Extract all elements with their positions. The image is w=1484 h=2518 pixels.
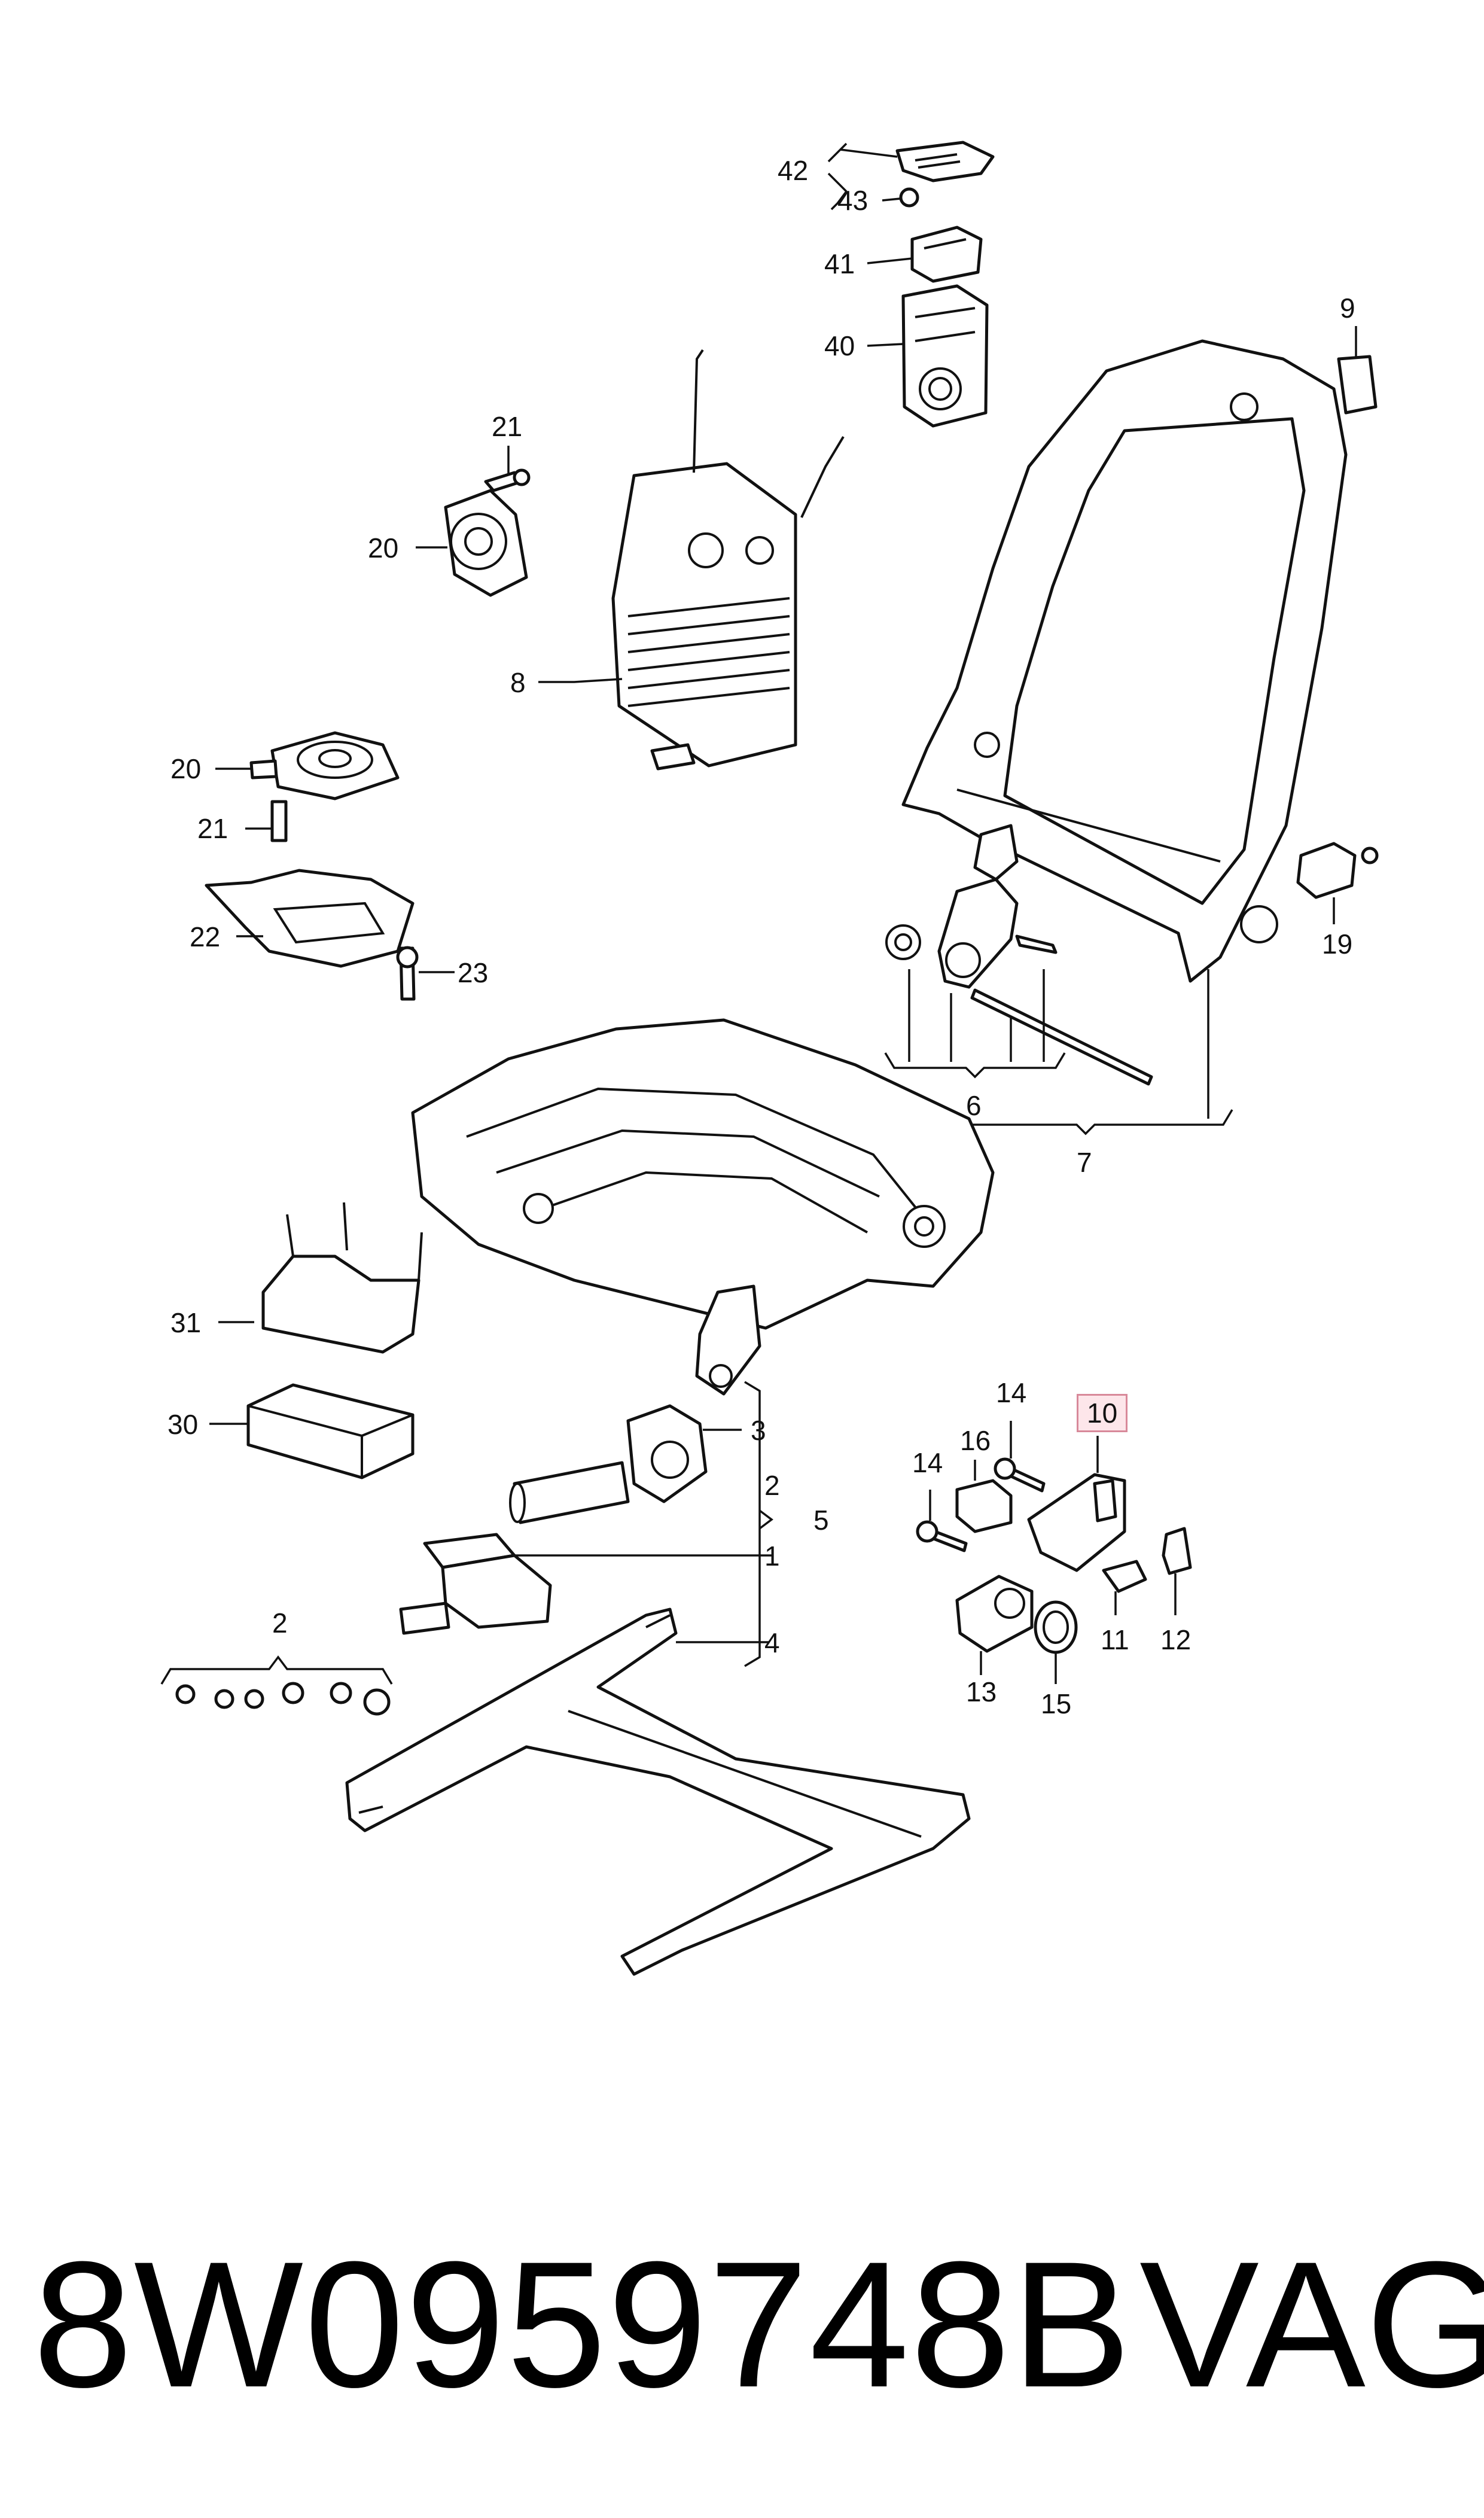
part-15-ring (1034, 1600, 1078, 1684)
part-21-bolt-lower (245, 800, 288, 842)
callout-8: 8 (510, 667, 526, 698)
callout-23: 23 (458, 957, 489, 988)
callout-4: 4 (764, 1627, 780, 1658)
callout-16: 16 (960, 1425, 991, 1456)
part-20-motor-lower (215, 731, 400, 800)
callout-3: 3 (751, 1415, 766, 1446)
callout-30: 30 (167, 1409, 199, 1440)
part-10-switch-module (1027, 1436, 1126, 1572)
part-16-switch (955, 1460, 1013, 1533)
callout-13: 13 (966, 1676, 997, 1707)
callout-42: 42 (778, 155, 809, 186)
part-40-module (901, 284, 989, 428)
part-8-suspension-mat (538, 349, 845, 771)
callout-40: 40 (824, 330, 855, 361)
part-14-screw-a (994, 1421, 1046, 1493)
callout-6: 6 (966, 1090, 982, 1121)
part-42-cover (895, 141, 995, 182)
part-13-switch (955, 1575, 1034, 1675)
callout-11: 11 (1101, 1624, 1129, 1655)
callout-14-upper: 14 (996, 1377, 1027, 1408)
part-1-motor (399, 1533, 772, 1635)
part-14-screw-b (916, 1490, 968, 1552)
leader-lines-top (827, 142, 913, 347)
leader-bracket-6 (884, 969, 1066, 1079)
leader-bracket-5 (744, 1381, 773, 1667)
callout-12: 12 (1160, 1624, 1192, 1655)
backrest-frame (901, 339, 1348, 983)
part-11-knob (1102, 1560, 1147, 1615)
callout-20-lower: 20 (170, 753, 202, 784)
callout-2-motor: 2 (764, 1470, 780, 1501)
part-41-connector (910, 226, 983, 283)
part-30-control-unit (209, 1383, 415, 1479)
callout-20-upper: 20 (368, 532, 399, 564)
callout-41: 41 (824, 248, 855, 279)
callout-31: 31 (170, 1307, 202, 1338)
callout-7: 7 (1077, 1147, 1092, 1178)
part-43-nut (899, 187, 919, 208)
part-21-bolt-upper (484, 446, 531, 492)
callout-5: 5 (813, 1505, 829, 1536)
part-4-rail (345, 1607, 971, 1976)
part-6-recliner-motor (885, 824, 1153, 1086)
callout-21-lower: 21 (197, 813, 228, 844)
callout-21-upper: 21 (492, 411, 523, 442)
part-22-bracket (205, 869, 415, 968)
callout-1: 1 (764, 1540, 780, 1572)
callout-22: 22 (190, 921, 221, 952)
diagram-drawing (160, 141, 1379, 1976)
part-12-cap (1162, 1527, 1192, 1615)
part-23-rivet (396, 946, 455, 1001)
callout-43: 43 (837, 185, 869, 216)
part-20-motor-upper (416, 489, 528, 597)
part-number: 8W0959748B (33, 2224, 1133, 2425)
part-31-bracket (218, 1202, 423, 1354)
callout-2-screws: 2 (272, 1607, 288, 1639)
part-3-motor (509, 1404, 742, 1524)
callout-19: 19 (1322, 928, 1353, 960)
callout-9: 9 (1340, 293, 1355, 324)
part-2-screws (160, 1655, 393, 1716)
brand-label: VAG (1139, 2224, 1484, 2425)
callout-14-lower: 14 (912, 1447, 943, 1478)
seat-frame (411, 1018, 995, 1396)
part-19-connector (1296, 842, 1379, 924)
callout-10-highlighted: 10 (1077, 1394, 1128, 1432)
part-9-clip (1337, 326, 1378, 415)
callout-15: 15 (1041, 1688, 1072, 1719)
